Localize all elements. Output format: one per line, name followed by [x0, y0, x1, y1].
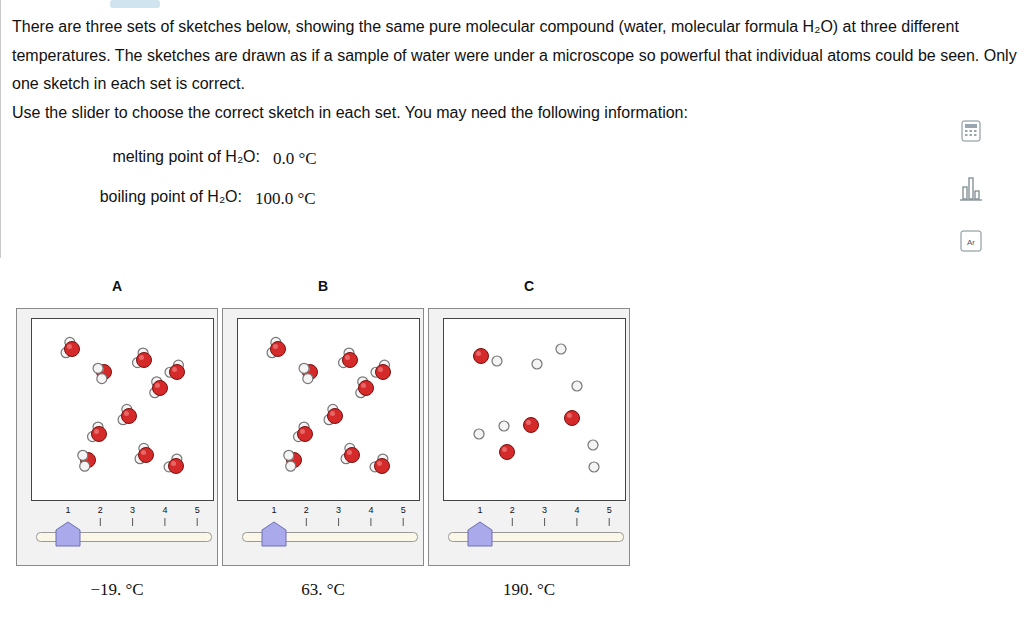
property-value: 0.0 °C [273, 149, 317, 169]
slider-tick-number: 2 [510, 505, 515, 515]
slider [243, 518, 418, 546]
slider-tick-number: 4 [162, 505, 167, 515]
slider-tick-number: 1 [271, 505, 276, 515]
slider-tick-number: 2 [98, 505, 103, 515]
slider-tick-number: 5 [401, 505, 406, 515]
slider [449, 518, 624, 546]
chart-icon [960, 178, 982, 200]
calculator-icon [962, 121, 980, 141]
slider-tick-number: 2 [304, 505, 309, 515]
instruction-text: Use the slider to choose the correct ske… [12, 99, 1020, 128]
periodic-table-icon [961, 231, 981, 251]
sketch-panel: B [222, 308, 424, 566]
panel-letter: B [223, 278, 423, 294]
panel-b-drawing [223, 309, 424, 566]
panel-c-drawing [429, 309, 630, 566]
temperature-label: 190. °C [503, 580, 555, 600]
slider-tick-number: 4 [574, 505, 579, 515]
particle-sketch [267, 337, 390, 473]
property-name: melting point of H₂O: [112, 148, 260, 166]
panel-letter: C [429, 278, 629, 294]
panel-letter: A [17, 278, 217, 294]
slider-tick-number: 5 [607, 505, 612, 515]
slider-thumb [262, 522, 286, 546]
tab-marker [110, 0, 160, 8]
temperature-label: −19. °C [90, 580, 143, 600]
slider-tick-number: 3 [542, 505, 547, 515]
slider-tick-number: 1 [65, 505, 70, 515]
property-name: boiling point of H₂O: [100, 188, 242, 206]
slider-tick-number: 5 [195, 505, 200, 515]
temperature-label: 63. °C [301, 580, 345, 600]
slider-thumb [56, 522, 80, 546]
slider-thumb [468, 522, 492, 546]
sketch-panel: A [16, 308, 218, 566]
slider [37, 518, 212, 546]
instruction-text: There are three sets of sketches below, … [12, 13, 1020, 99]
slider-tick-number: 3 [130, 505, 135, 515]
slider-tick-number: 4 [368, 505, 373, 515]
slider-tick-number: 3 [336, 505, 341, 515]
sketch-panel: C [428, 308, 630, 566]
element-symbol: Ar [967, 238, 975, 247]
slider-tick-number: 1 [477, 505, 482, 515]
property-value: 100.0 °C [255, 189, 316, 209]
particle-sketch [61, 337, 184, 473]
particle-sketch [474, 344, 600, 472]
panel-a-drawing [17, 309, 218, 566]
page-edge [0, 0, 1, 258]
